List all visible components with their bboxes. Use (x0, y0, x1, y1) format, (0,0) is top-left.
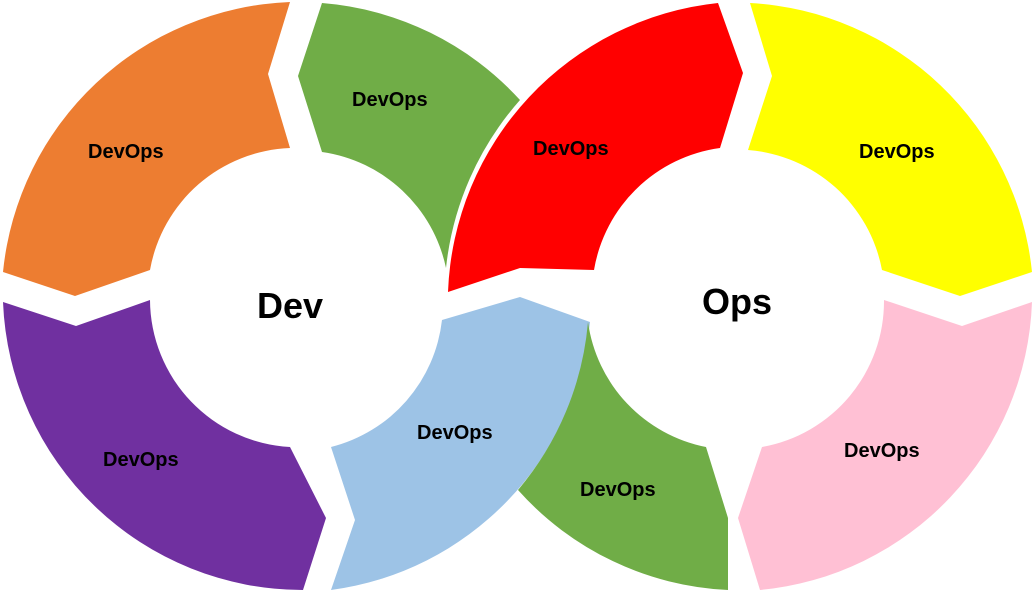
dev-hub-label: Dev (257, 285, 323, 326)
ops-segment-green (518, 322, 728, 590)
ops-hub-label: Ops (702, 281, 772, 322)
ops-segment-red (448, 3, 743, 292)
dev-segment-orange-label: DevOps (88, 141, 164, 163)
dev-segment-blue-label: DevOps (417, 422, 493, 444)
dev-segment-green-label: DevOps (352, 89, 428, 111)
dev-segment-green (298, 3, 520, 268)
ops-segment-red-label: DevOps (533, 138, 609, 160)
ops-segment-green-label: DevOps (580, 479, 656, 501)
dev-segment-blue (331, 297, 590, 590)
ops-segment-yellow-label: DevOps (859, 141, 935, 163)
ops-segment-yellow (748, 3, 1032, 296)
ops-segment-pink-label: DevOps (844, 440, 920, 462)
dev-segment-purple-label: DevOps (103, 449, 179, 471)
dev-segment-purple (3, 300, 326, 591)
dev-segment-orange (3, 2, 290, 296)
ops-segment-pink (738, 300, 1032, 590)
